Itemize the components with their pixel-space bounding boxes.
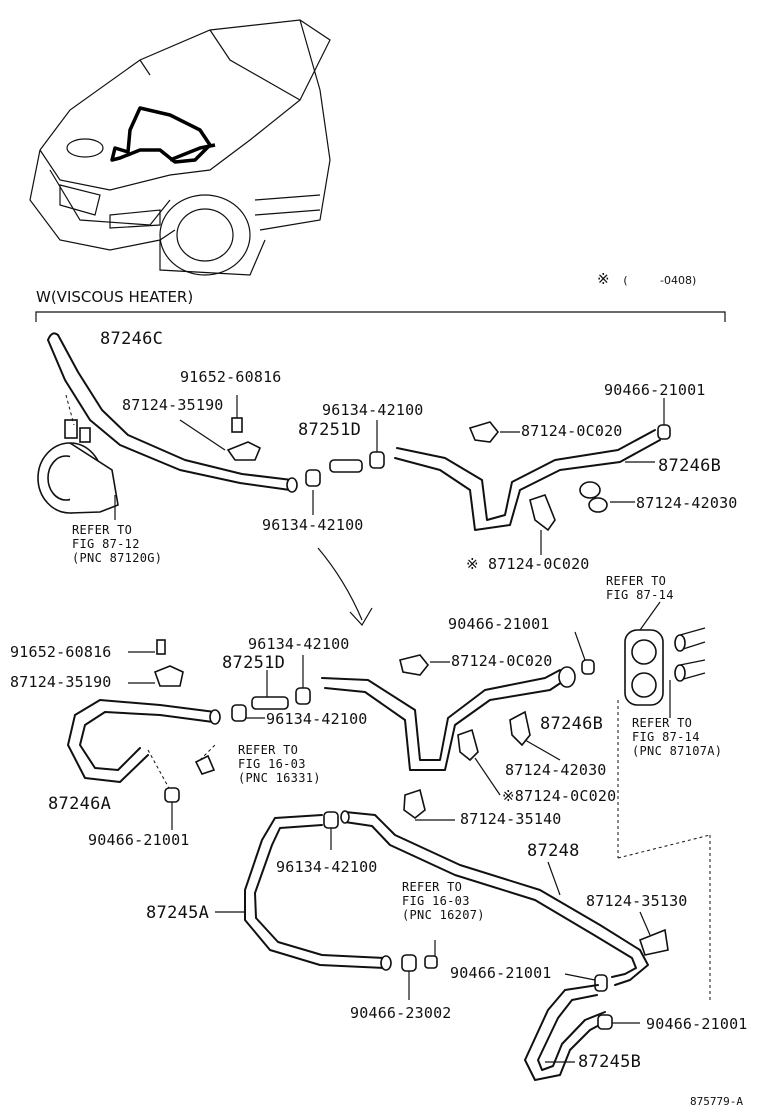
part-90466-21001-low-a: 90466-21001 bbox=[450, 964, 552, 982]
middle-assembly bbox=[67, 601, 711, 1000]
part-90466-21001-low-b: 90466-21001 bbox=[646, 1015, 748, 1033]
ref-fig-16-03-b: REFER TO FIG 16-03 (PNC 16207) bbox=[402, 880, 485, 922]
part-91652-60816-top: 91652-60816 bbox=[180, 368, 282, 386]
ref-fig-87-14-top: REFER TO FIG 87-14 bbox=[606, 574, 674, 602]
part-87124-0C020-mid: 87124-0C020 bbox=[451, 652, 553, 670]
part-96134-42100-mid-b: 96134-42100 bbox=[266, 710, 368, 728]
part-87251D-mid: 87251D bbox=[222, 653, 286, 673]
lower-assembly bbox=[215, 788, 669, 1081]
part-87124-42030-mid: 87124-42030 bbox=[505, 761, 607, 779]
part-87124-35140: 87124-35140 bbox=[460, 810, 562, 828]
part-87124-0C020-top: 87124-0C020 bbox=[521, 422, 623, 440]
part-87246B-mid: 87246B bbox=[540, 714, 604, 734]
upper-assembly bbox=[37, 332, 671, 627]
part-87245B: 87245B bbox=[578, 1052, 642, 1072]
part-87246A: 87246A bbox=[48, 794, 112, 814]
part-87124-35190-mid: 87124-35190 bbox=[10, 673, 112, 691]
part-87248: 87248 bbox=[527, 841, 580, 861]
part-90466-21001-mid: 90466-21001 bbox=[448, 615, 550, 633]
part-90466-23002: 90466-23002 bbox=[350, 1004, 452, 1022]
part-96134-42100-top-b: 96134-42100 bbox=[262, 516, 364, 534]
ref-fig-87-14-b: REFER TO FIG 87-14 (PNC 87107A) bbox=[632, 716, 723, 758]
ref-fig-87-12: REFER TO FIG 87-12 (PNC 87120G) bbox=[72, 523, 163, 565]
section-title: W(VISCOUS HEATER) bbox=[36, 288, 194, 306]
part-87251D-top: 87251D bbox=[298, 420, 362, 440]
note-range: -0408) bbox=[660, 274, 697, 287]
part-87245A: 87245A bbox=[146, 903, 210, 923]
part-87124-35190-top: 87124-35190 bbox=[122, 396, 224, 414]
note-paren: ( bbox=[622, 274, 629, 287]
part-87124-42030-top: 87124-42030 bbox=[636, 494, 738, 512]
part-87124-0C020-star-mid: ※87124-0C020 bbox=[502, 787, 617, 805]
note-mark: ※ bbox=[597, 270, 610, 288]
part-87124-35130: 87124-35130 bbox=[586, 892, 688, 910]
section-bracket bbox=[35, 311, 726, 322]
ref-fig-16-03-a: REFER TO FIG 16-03 (PNC 16331) bbox=[238, 743, 321, 785]
part-87246C: 87246C bbox=[100, 329, 164, 349]
image-code: 875779-A bbox=[690, 1095, 743, 1108]
part-90466-21001-left: 90466-21001 bbox=[88, 831, 190, 849]
part-87124-0C020-star-top: ※ 87124-0C020 bbox=[466, 555, 590, 573]
part-96134-42100-low: 96134-42100 bbox=[276, 858, 378, 876]
part-96134-42100-top-a: 96134-42100 bbox=[322, 401, 424, 419]
vehicle-illustration bbox=[29, 19, 331, 276]
part-87246B-top: 87246B bbox=[658, 456, 722, 476]
part-96134-42100-mid-a: 96134-42100 bbox=[248, 635, 350, 653]
part-90466-21001-top: 90466-21001 bbox=[604, 381, 706, 399]
part-91652-60816-mid: 91652-60816 bbox=[10, 643, 112, 661]
